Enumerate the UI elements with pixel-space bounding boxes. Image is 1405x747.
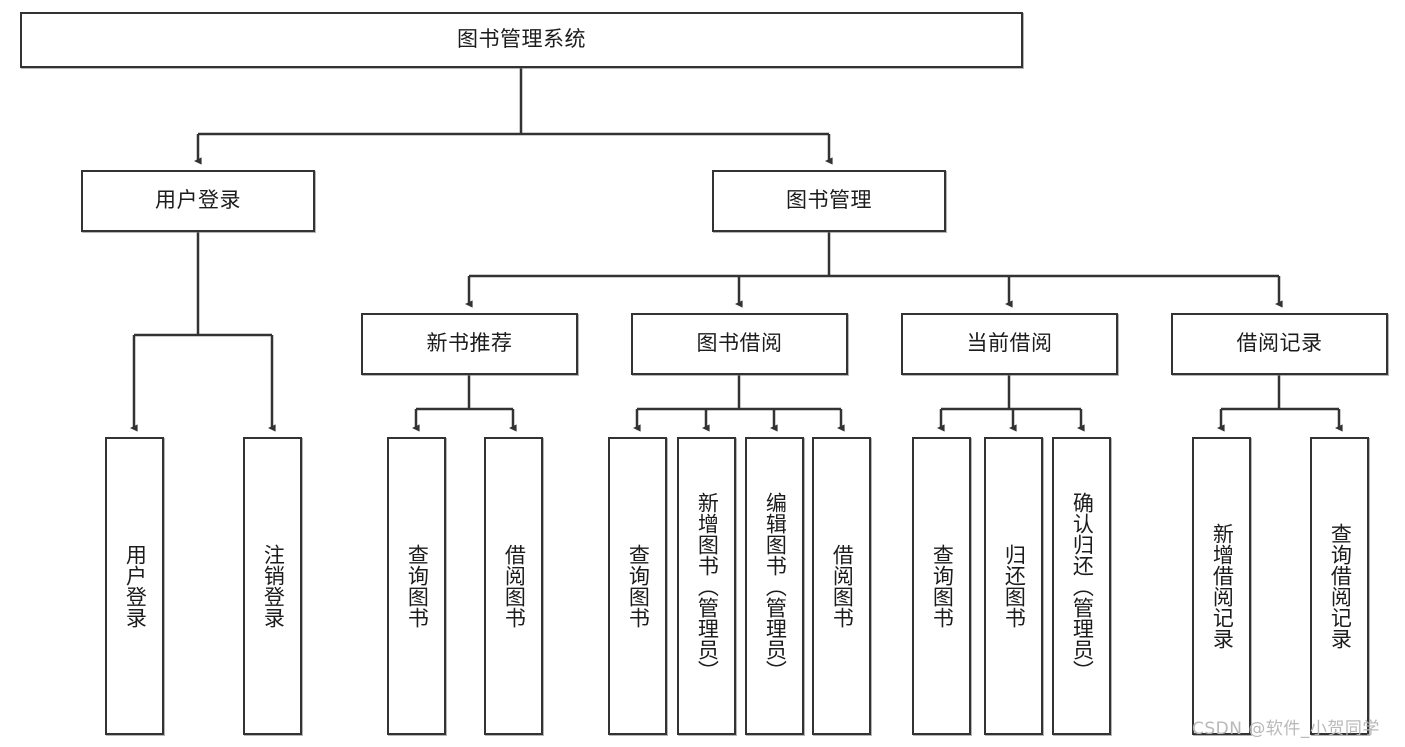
node-user-login[interactable]: 用户登录 [81,170,315,232]
node-label-leaf-add-book-admin: 新增图书（管理员） [695,491,720,681]
node-leaf-query-book-3[interactable]: 查询图书 [912,437,971,735]
node-new-book-recommend[interactable]: 新书推荐 [361,313,578,375]
node-label-leaf-confirm-return-admin: 确认归还（管理员） [1070,491,1095,681]
node-label-leaf-edit-book-admin: 编辑图书（管理员） [763,491,788,681]
node-label-leaf-query-book-1: 查询图书 [405,544,430,628]
node-leaf-return-book[interactable]: 归还图书 [984,437,1043,735]
node-label-book-manage: 图书管理 [786,188,872,213]
node-leaf-query-book-2[interactable]: 查询图书 [608,437,667,735]
node-book-borrow[interactable]: 图书借阅 [631,313,848,375]
node-root[interactable]: 图书管理系统 [20,12,1023,68]
node-label-borrow-record: 借阅记录 [1236,331,1323,356]
node-label-leaf-query-borrow-record: 查询借阅记录 [1328,523,1353,649]
node-leaf-add-borrow-record[interactable]: 新增借阅记录 [1192,437,1251,735]
node-label-book-borrow: 图书借阅 [696,331,783,356]
node-leaf-query-book-1[interactable]: 查询图书 [387,437,446,735]
node-leaf-logout[interactable]: 注销登录 [243,437,302,735]
node-label-leaf-borrow-book-1: 借阅图书 [502,544,527,628]
node-leaf-user-login[interactable]: 用户登录 [105,437,164,735]
node-leaf-edit-book-admin[interactable]: 编辑图书（管理员） [745,437,804,735]
node-label-root: 图书管理系统 [457,27,586,52]
node-leaf-add-book-admin[interactable]: 新增图书（管理员） [677,437,736,735]
node-label-leaf-add-borrow-record: 新增借阅记录 [1210,523,1235,649]
node-leaf-borrow-book-1[interactable]: 借阅图书 [484,437,543,735]
node-leaf-confirm-return-admin[interactable]: 确认归还（管理员） [1052,437,1111,735]
node-label-leaf-user-login: 用户登录 [123,544,148,628]
node-label-new-book-recommend: 新书推荐 [426,331,513,356]
node-book-manage[interactable]: 图书管理 [712,170,946,232]
node-label-user-login: 用户登录 [155,188,241,213]
node-label-current-borrow: 当前借阅 [966,331,1053,356]
node-label-leaf-query-book-3: 查询图书 [930,544,955,628]
node-label-leaf-borrow-book-2: 借阅图书 [830,544,855,628]
node-borrow-record[interactable]: 借阅记录 [1171,313,1388,375]
node-leaf-query-borrow-record[interactable]: 查询借阅记录 [1310,437,1369,735]
node-label-leaf-query-book-2: 查询图书 [626,544,651,628]
node-current-borrow[interactable]: 当前借阅 [901,313,1118,375]
node-label-leaf-return-book: 归还图书 [1002,544,1027,628]
node-leaf-borrow-book-2[interactable]: 借阅图书 [812,437,871,735]
node-label-leaf-logout: 注销登录 [261,544,286,628]
